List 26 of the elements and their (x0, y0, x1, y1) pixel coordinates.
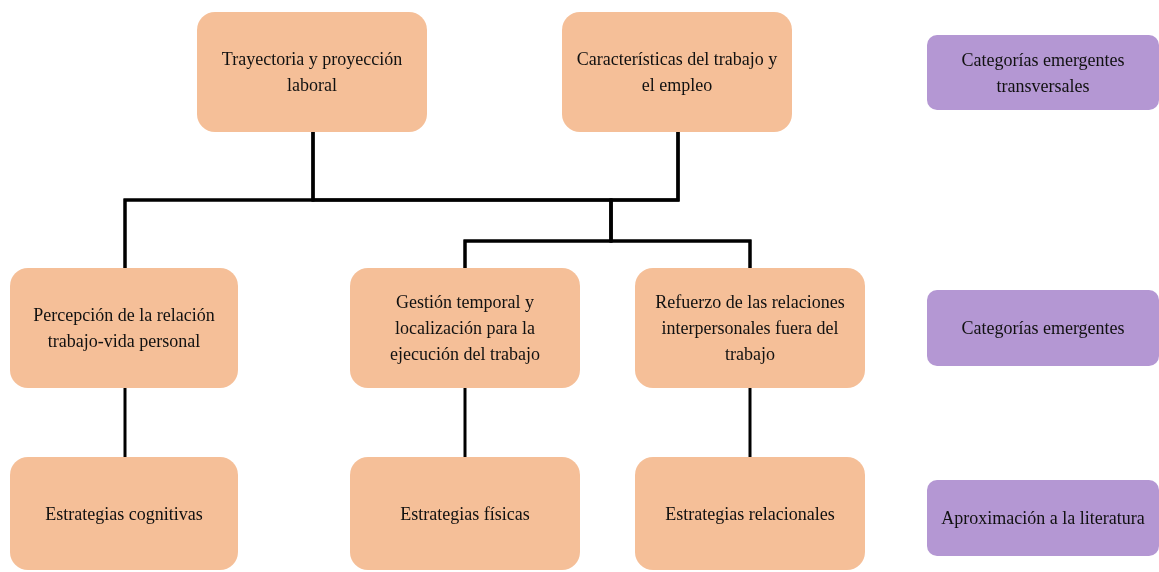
connector-line (609, 132, 752, 268)
category-box (10, 268, 238, 388)
node-label: Refuerzo de las relaciones interpersonales fuera del trabajo (654, 291, 846, 366)
node-label: Categorías emergentes (961, 317, 1125, 340)
node-label: Gestión temporal y localización para la ejecución del trabajo (389, 291, 541, 366)
node-label: Estrategias relacionales (665, 502, 835, 526)
node-label: Trayectoria y proyección laboral (220, 48, 404, 97)
category-box (635, 457, 865, 570)
category-box (350, 457, 580, 570)
category-box (10, 457, 238, 570)
category-box (562, 12, 792, 132)
connector-line (748, 388, 752, 457)
category-box (635, 268, 865, 388)
category-box (927, 480, 1159, 556)
node-label: Características del trabajo y el empleo (575, 48, 779, 97)
node-label: Estrategias cognitivas (45, 502, 203, 526)
category-box (350, 268, 580, 388)
node-label: Aproximación a la literatura (941, 507, 1145, 530)
connector-line (463, 388, 467, 457)
connector-line (123, 388, 127, 457)
category-box (927, 290, 1159, 366)
category-box (197, 12, 427, 132)
category-box (927, 35, 1159, 110)
node-label: Percepción de la relación trabajo-vida personal (32, 304, 216, 353)
node-label: Categorías emergentes transversales (960, 48, 1126, 98)
node-label: Estrategias físicas (400, 502, 530, 526)
